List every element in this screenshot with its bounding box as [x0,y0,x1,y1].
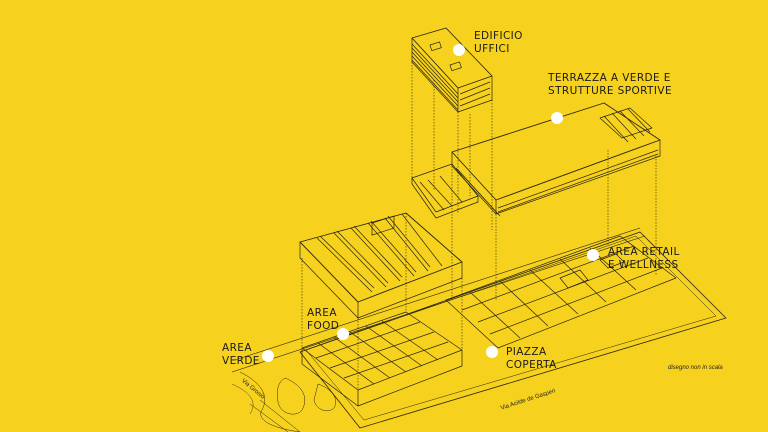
area-food-ground-floor [301,215,463,407]
terrazza-label: TERRAZZA A VERDE E STRUTTURE SPORTIVE [548,72,672,97]
intermediate-slab [411,163,479,219]
area-food-roof [299,212,463,319]
scale-note: disegno non in scala [668,365,723,371]
piazza-coperta-marker [486,346,498,358]
retail-ground-floor [445,235,677,349]
edificio-uffici-label: EDIFICIO UFFICI [474,30,523,55]
area-verde-marker [262,350,274,362]
area-retail-marker [587,249,599,261]
area-food-label: AREA FOOD [307,307,340,332]
projection-lines [301,62,657,390]
piazza-coperta-label: PIAZZA COPERTA [506,346,557,371]
ground-plan [231,227,727,432]
area-retail-label: AREA RETAIL E WELLNESS [608,246,680,271]
area-food-marker [337,328,349,340]
terrazza-marker [551,112,563,124]
area-verde-label: AREA VERDE [222,342,260,367]
edificio-uffici-marker [453,44,465,56]
